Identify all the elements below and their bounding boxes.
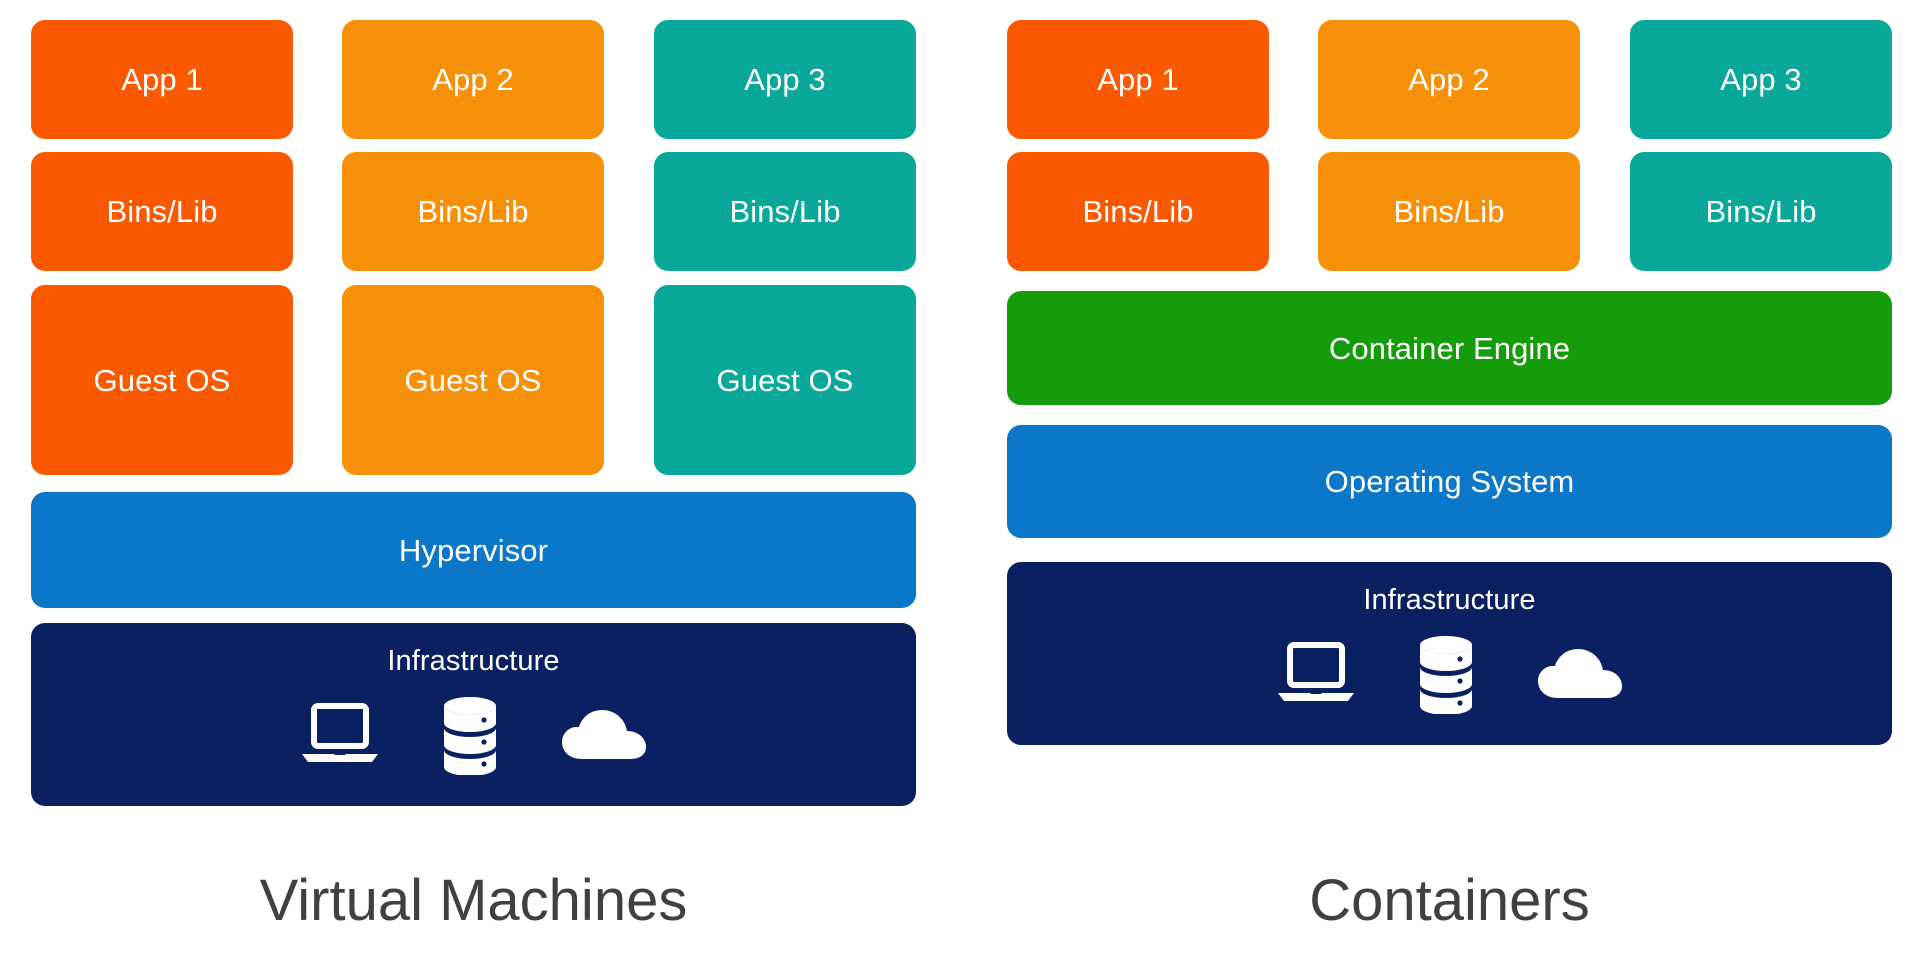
- vm-app-1-label: App 1: [121, 62, 203, 97]
- ct-operating-system-bar[interactable]: Operating System: [1007, 425, 1892, 538]
- vm-app-2-label: App 2: [432, 62, 514, 97]
- vm-bins-3-box[interactable]: Bins/Lib: [654, 152, 916, 271]
- vm-bins-2-box[interactable]: Bins/Lib: [342, 152, 604, 271]
- ct-bins-2-label: Bins/Lib: [1393, 194, 1505, 229]
- vm-app-1-box[interactable]: App 1: [31, 20, 293, 139]
- ct-app-2-label: App 2: [1408, 62, 1490, 97]
- vm-guestos-2-box[interactable]: Guest OS: [342, 285, 604, 475]
- ct-app-1-box[interactable]: App 1: [1007, 20, 1269, 139]
- ct-app-3-box[interactable]: App 3: [1630, 20, 1892, 139]
- vm-infrastructure-icons: [31, 690, 916, 780]
- vm-guestos-1-box[interactable]: Guest OS: [31, 285, 293, 475]
- ct-infrastructure-label: Infrastructure: [1363, 584, 1536, 616]
- ct-infrastructure-bar[interactable]: Infrastructure: [1007, 562, 1892, 745]
- vm-bins-1-label: Bins/Lib: [106, 194, 218, 229]
- ct-infrastructure-icons: [1007, 629, 1892, 719]
- ct-app-2-box[interactable]: App 2: [1318, 20, 1580, 139]
- vm-bins-3-label: Bins/Lib: [729, 194, 841, 229]
- cloud-icon: [560, 705, 648, 765]
- cloud-icon: [1536, 644, 1624, 704]
- vm-app-3-box[interactable]: App 3: [654, 20, 916, 139]
- vm-bins-1-box[interactable]: Bins/Lib: [31, 152, 293, 271]
- ct-bins-3-label: Bins/Lib: [1705, 194, 1817, 229]
- laptop-icon: [300, 702, 380, 768]
- vm-app-3-label: App 3: [744, 62, 826, 97]
- vm-infrastructure-label: Infrastructure: [387, 645, 560, 677]
- database-icon: [440, 695, 500, 775]
- ct-container-engine-bar[interactable]: Container Engine: [1007, 291, 1892, 405]
- vm-guestos-3-box[interactable]: Guest OS: [654, 285, 916, 475]
- vm-caption-text: Virtual Machines: [259, 868, 688, 933]
- vm-guestos-2-label: Guest OS: [404, 362, 542, 398]
- ct-operating-system-label: Operating System: [1324, 464, 1575, 499]
- vm-app-2-box[interactable]: App 2: [342, 20, 604, 139]
- ct-bins-3-box[interactable]: Bins/Lib: [1630, 152, 1892, 271]
- vm-hypervisor-bar[interactable]: Hypervisor: [31, 492, 916, 608]
- ct-container-engine-label: Container Engine: [1328, 330, 1571, 366]
- container-caption-text: Containers: [1309, 868, 1590, 933]
- container-caption: Containers: [1007, 872, 1892, 930]
- vm-guestos-1-label: Guest OS: [93, 362, 231, 398]
- vm-guestos-3-label: Guest OS: [716, 362, 854, 398]
- laptop-icon: [1276, 641, 1356, 707]
- vm-caption: Virtual Machines: [31, 872, 916, 930]
- database-icon: [1416, 634, 1476, 714]
- vm-hypervisor-label: Hypervisor: [398, 532, 549, 568]
- ct-app-3-label: App 3: [1720, 62, 1802, 97]
- ct-bins-2-box[interactable]: Bins/Lib: [1318, 152, 1580, 271]
- vm-bins-2-label: Bins/Lib: [417, 194, 529, 229]
- ct-bins-1-label: Bins/Lib: [1082, 194, 1194, 229]
- ct-app-1-label: App 1: [1097, 62, 1179, 97]
- ct-bins-1-box[interactable]: Bins/Lib: [1007, 152, 1269, 271]
